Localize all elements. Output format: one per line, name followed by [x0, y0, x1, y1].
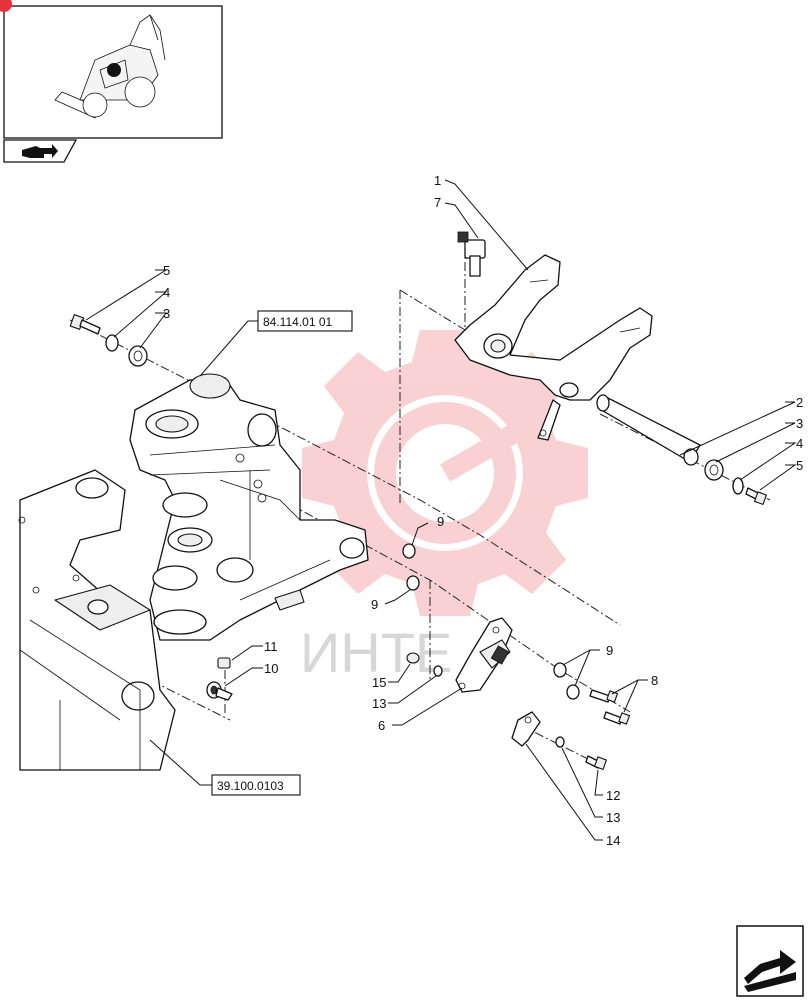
chassis-frame [18, 469, 176, 771]
callout-9: 9 [371, 597, 378, 612]
bolt-12 [585, 755, 607, 770]
watermark-text: ИНТЕ [300, 621, 452, 684]
leader-lines [85, 179, 797, 841]
bolt-5-left [69, 314, 101, 335]
callout-9: 9 [606, 643, 613, 658]
callout-15: 15 [372, 675, 386, 690]
washer-13-a [433, 665, 443, 677]
clip-14 [511, 711, 541, 747]
bushing-9-a [402, 543, 416, 559]
watermark-gear-logo [302, 330, 588, 616]
bolt-5-right [745, 487, 767, 505]
callout-9: 9 [437, 514, 444, 529]
reference-label: 39.100.0103 [217, 779, 284, 793]
callout-1: 1 [434, 173, 441, 188]
bolt-8-a [589, 689, 619, 703]
fitting-11 [217, 657, 231, 669]
reference-box-1[interactable]: 84.114.01 01 [257, 310, 353, 332]
callout-2: 2 [796, 395, 803, 410]
bushing-9-d [566, 684, 580, 700]
bushing-9-b [406, 575, 420, 591]
lever-bracket-1 [454, 254, 653, 441]
callout-13: 13 [606, 810, 620, 825]
washer-3-left [128, 345, 148, 367]
washer-13-b [555, 736, 565, 748]
callout-11: 11 [264, 639, 278, 654]
bushing-9-c [553, 662, 567, 678]
bolt-8-b [603, 711, 631, 725]
callout-6: 6 [378, 718, 385, 733]
nav-back-button[interactable] [3, 139, 78, 163]
reference-box-2[interactable]: 39.100.0103 [211, 774, 301, 796]
washer-4-right [732, 477, 744, 495]
next-page-arrow-icon [744, 950, 796, 992]
callout-13: 13 [372, 696, 386, 711]
callout-4: 4 [163, 285, 170, 300]
callout-3: 3 [796, 416, 803, 431]
callout-8: 8 [651, 673, 658, 688]
sensor-7 [457, 231, 486, 277]
machine-thumbnail [3, 5, 223, 139]
nav-next-button[interactable] [736, 925, 804, 997]
pin-2 [596, 394, 701, 466]
washer-3-right [704, 459, 724, 481]
book-arrow-icon [22, 144, 58, 158]
callout-5: 5 [163, 263, 170, 278]
nut-15 [406, 652, 420, 664]
callout-5: 5 [796, 458, 803, 473]
callout-3: 3 [163, 306, 170, 321]
plate-bracket-6 [455, 617, 513, 693]
fitting-10 [206, 681, 233, 701]
callout-4: 4 [796, 436, 803, 451]
reference-label: 84.114.01 01 [263, 315, 333, 329]
callout-7: 7 [434, 195, 441, 210]
corner-mark [0, 0, 12, 12]
callout-labels: 1 7 5 4 3 2 3 4 5 9 9 9 8 11 10 15 13 6 … [163, 173, 803, 848]
callout-10: 10 [264, 661, 278, 676]
location-marker [107, 63, 121, 77]
callout-14: 14 [606, 833, 620, 848]
swing-tower [129, 373, 369, 641]
washer-4-left [105, 334, 119, 352]
callout-12: 12 [606, 788, 620, 803]
